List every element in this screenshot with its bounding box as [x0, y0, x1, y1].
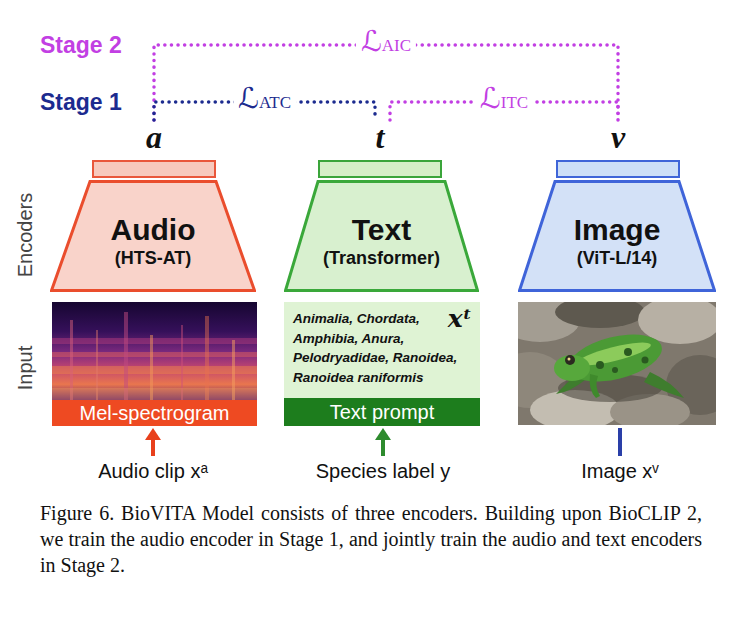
band-text: Text prompt: [330, 400, 434, 424]
illustration-part: [145, 428, 161, 440]
illustration-part: [375, 428, 391, 440]
prompt-symbol: xᵗ: [448, 304, 472, 334]
illustration-part: [52, 366, 257, 374]
encoder-text-stack: Text(Transformer): [284, 180, 479, 292]
frog-photo: [518, 302, 716, 425]
illustration-part: [52, 388, 257, 400]
input-label-band: Text prompt: [284, 398, 480, 426]
encoder-name: Image: [574, 213, 661, 247]
embedding-node: v: [556, 120, 680, 178]
row-label: Input: [12, 346, 38, 390]
embedding-bar: [92, 160, 216, 178]
stage-label: Stage 2: [40, 31, 122, 60]
illustration-part: [565, 355, 575, 365]
input-source-label: Audio clip xᵃ: [98, 458, 208, 484]
label-input-arrow: [375, 428, 391, 456]
figure-caption: Figure 6. BioVITA Model consists of thre…: [40, 500, 702, 578]
illustration-part: [644, 372, 684, 398]
encoder-name: Text: [352, 213, 411, 247]
illustration-part: [52, 302, 257, 400]
illustration-part: [596, 361, 604, 369]
input-source-label: Image xᵛ: [581, 458, 659, 484]
encoder-text-stack: Audio(HTS-AT): [50, 180, 256, 292]
loss-label: ℒITC: [475, 84, 533, 113]
encoder-name: Audio: [111, 213, 196, 247]
illustration-part: [205, 316, 209, 400]
trapezoid-shape: [52, 182, 255, 291]
embedding-symbol: t: [318, 120, 442, 154]
illustration-part: [124, 312, 128, 400]
input-source-label: Species label y: [316, 458, 451, 484]
row-label: Encoders: [12, 193, 38, 278]
encoder-trapezoid: Text(Transformer): [284, 180, 479, 292]
illustration-part: [151, 438, 155, 456]
encoder-model: (HTS-AT): [115, 247, 192, 269]
encoder-trapezoid: Audio(HTS-AT): [50, 180, 256, 292]
audio-input-arrow: [145, 428, 161, 456]
encoder-model: (ViT-L/14): [577, 247, 658, 269]
encoder-text-stack: Image(ViT-L/14): [518, 180, 716, 292]
encoder-model: (Transformer): [323, 247, 440, 269]
mel-spectrogram-image: [52, 302, 257, 400]
embedding-bar: [556, 160, 680, 178]
embedding-node: t: [318, 120, 442, 178]
illustration-part: [554, 355, 590, 381]
embedding-bar: [318, 160, 442, 178]
illustration-part: [642, 357, 649, 364]
trapezoid-shape: [520, 182, 715, 291]
trapezoid-shape: [286, 182, 478, 291]
embedding-node: a: [92, 120, 216, 178]
illustration-part: [381, 438, 385, 456]
illustration-part: [52, 352, 257, 357]
loss-label: ℒAIC: [356, 27, 416, 56]
input-label-band: Mel-spectrogram: [52, 400, 257, 426]
loss-label: ℒATC: [233, 84, 296, 113]
illustration-part: [568, 358, 571, 361]
embedding-symbol: a: [92, 120, 216, 154]
embedding-symbol: v: [556, 120, 680, 154]
encoder-trapezoid: Image(ViT-L/14): [518, 180, 716, 292]
image-input-line: [618, 428, 622, 456]
illustration-part: [612, 367, 618, 373]
loss-connector: [154, 45, 618, 120]
illustration-part: [624, 348, 632, 356]
text-prompt-box: Animalia, Chordata, Amphibia, Anura, Pel…: [284, 302, 480, 398]
illustration-part: [52, 338, 257, 344]
band-text: Mel-spectrogram: [79, 401, 229, 425]
illustration-part: [555, 302, 645, 328]
illustration-part: [590, 374, 600, 398]
stage-label: Stage 1: [40, 88, 122, 117]
